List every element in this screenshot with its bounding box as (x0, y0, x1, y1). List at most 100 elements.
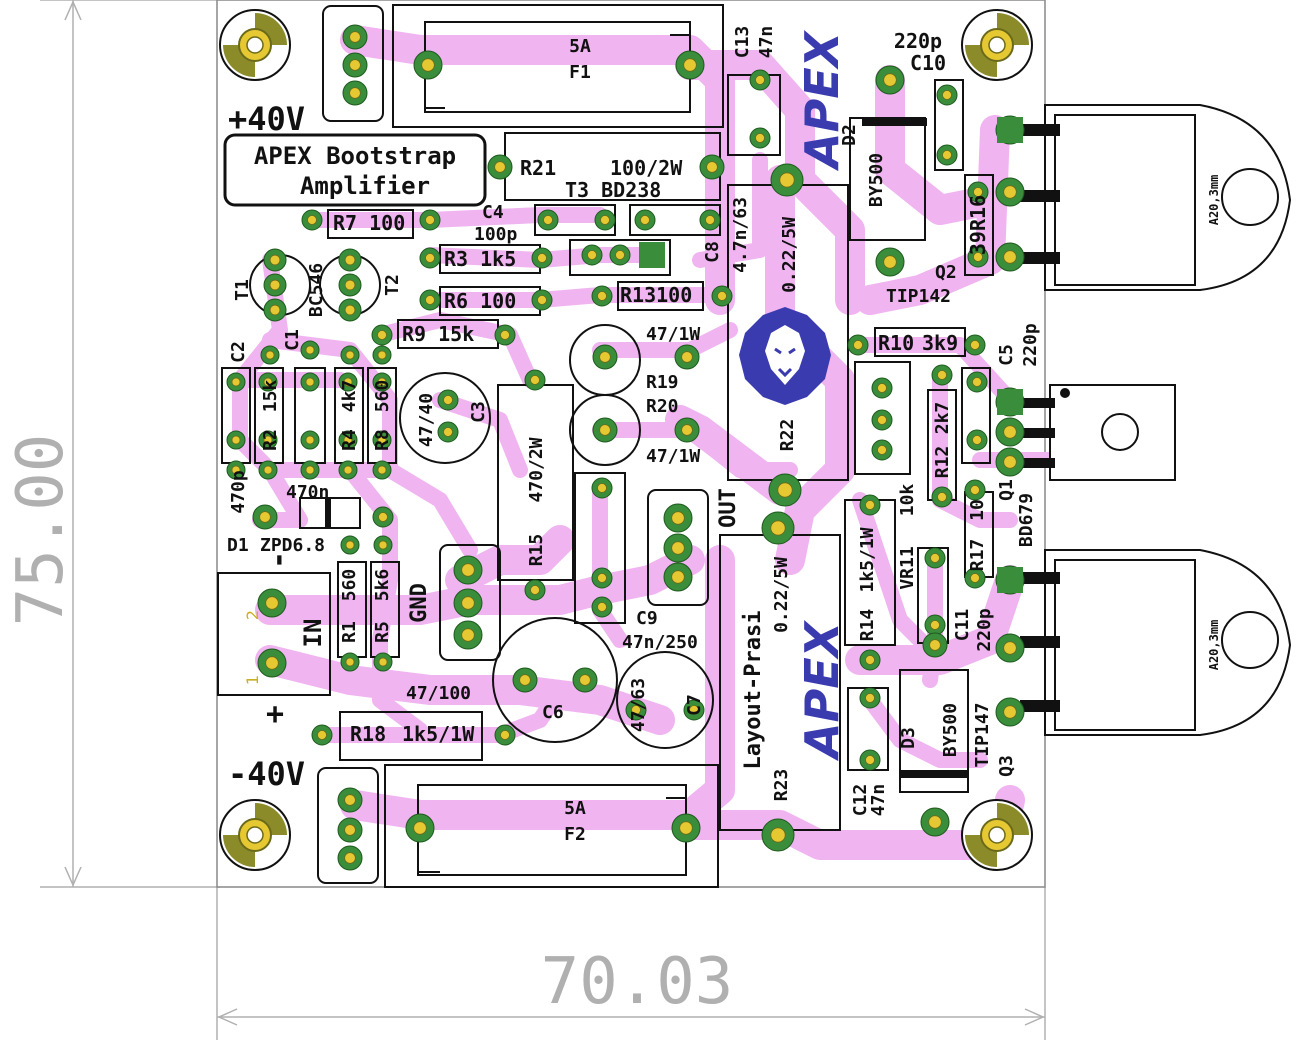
pad-drill (600, 215, 610, 225)
c13-value: 47n (756, 26, 777, 59)
pad-drill (597, 483, 607, 493)
c1-label: C1 (282, 329, 303, 351)
pad-drill (865, 693, 875, 703)
pad-drill (1003, 641, 1017, 655)
bc546-label: BC546 (306, 263, 327, 317)
r22-value: 0.22/5W (779, 217, 800, 293)
c2-value: 470p (228, 470, 249, 514)
c9-value: 47n/250 (622, 632, 698, 653)
pad-drill (345, 540, 355, 550)
pad-drill (671, 541, 685, 555)
c5-value: 220p (1020, 323, 1041, 367)
dimension-height-label: 75.00 (4, 434, 78, 627)
pad-drill (344, 279, 356, 291)
r15-value: 470/2W (526, 437, 547, 502)
pad-drill (307, 215, 317, 225)
connector-pin-2: 2 (243, 610, 262, 620)
pad-drill (421, 58, 435, 72)
pad-drill (929, 639, 941, 651)
pad-drill (671, 511, 685, 525)
diode-bars (325, 118, 968, 778)
r20-value: 47/1W (646, 446, 700, 467)
pad-drill (263, 377, 273, 387)
in-label: IN (299, 619, 327, 648)
pad-drill (705, 215, 715, 225)
pad-drill (425, 253, 435, 263)
c11-label: C11 (952, 609, 973, 642)
pad-drill (461, 596, 475, 610)
c4-value: 100p (474, 224, 518, 245)
pad-drill (779, 172, 795, 188)
pad-drill (683, 58, 697, 72)
pad-drill (770, 520, 786, 536)
r18-label: R18 (350, 722, 386, 746)
pad-drill (877, 415, 887, 425)
connector-minus-label: - (261, 551, 296, 569)
pad-drill (883, 73, 897, 87)
pad-drill (970, 485, 980, 495)
pad-drill (942, 150, 952, 160)
layout-credit: Layout-Prasi (741, 611, 766, 770)
r17-value: 10 (967, 499, 988, 521)
pad-drill (599, 351, 611, 363)
pad-drill (343, 465, 353, 475)
f1-label: F1 (569, 62, 591, 83)
pad-drill (425, 295, 435, 305)
square-pad (997, 117, 1023, 143)
pad-drill (305, 377, 315, 387)
pad-drill (305, 345, 315, 355)
pad-drill (530, 375, 540, 385)
c10-label: C10 (910, 51, 946, 75)
c2-label: C2 (228, 341, 249, 363)
pad-drill (263, 465, 273, 475)
pad-drill (865, 755, 875, 765)
r7-label: R7 100 (333, 211, 405, 235)
r10-value: 3k9 (922, 331, 958, 355)
rail-positive-label: +40V (228, 100, 305, 138)
pad-drill (377, 435, 387, 445)
pad-drill (972, 377, 982, 387)
apex-brand-bottom: APEX (795, 619, 849, 761)
c12-label: C12 (850, 784, 871, 817)
pad-drill (631, 705, 641, 715)
pad-drill (777, 482, 793, 498)
square-pad (997, 567, 1023, 593)
pad-drill (689, 705, 699, 715)
pad-drill (1003, 250, 1017, 264)
pad-drill (349, 59, 361, 71)
pad-drill (259, 511, 271, 523)
pad-drill (305, 435, 315, 445)
r23-label: R23 (771, 769, 792, 802)
d2-label: D2 (839, 124, 860, 146)
pad-drill (865, 655, 875, 665)
mounting-hole-bottom-right (961, 799, 1033, 871)
lion-logo (739, 307, 831, 405)
pad-drill (443, 427, 453, 437)
pad-drill (263, 435, 273, 445)
pad-drill (377, 350, 387, 360)
pad-drill (377, 330, 387, 340)
pad-drill (970, 573, 980, 583)
r12-label: R12 (932, 446, 953, 479)
driver-heatsink-q1 (1049, 384, 1176, 481)
pad-drill (378, 512, 388, 522)
pad-drill (972, 435, 982, 445)
pad-drill (461, 563, 475, 577)
silkscreen-labels: +40V -40V 5A F1 5A F2 C13 47n 220p C10 D… (227, 26, 1041, 845)
pad-drill (344, 824, 356, 836)
c12-value: 47n (868, 784, 889, 817)
pad-drill (344, 254, 356, 266)
r4-label: R4 (339, 429, 360, 451)
pad-drill (377, 377, 387, 387)
connector-pin-1: 1 (243, 675, 262, 685)
r8-label: R8 (372, 429, 393, 451)
r5-label: R5 (372, 621, 393, 643)
pad-drill (537, 253, 547, 263)
pad-drill (706, 161, 718, 173)
r5-value: 5k6 (372, 569, 393, 602)
r8-value: 560 (372, 380, 393, 413)
connector-plus-label: + (266, 697, 284, 732)
r1-value: 560 (339, 569, 360, 602)
q3-label: Q3 (996, 755, 1017, 777)
r21-value: 100/2W (610, 156, 683, 180)
